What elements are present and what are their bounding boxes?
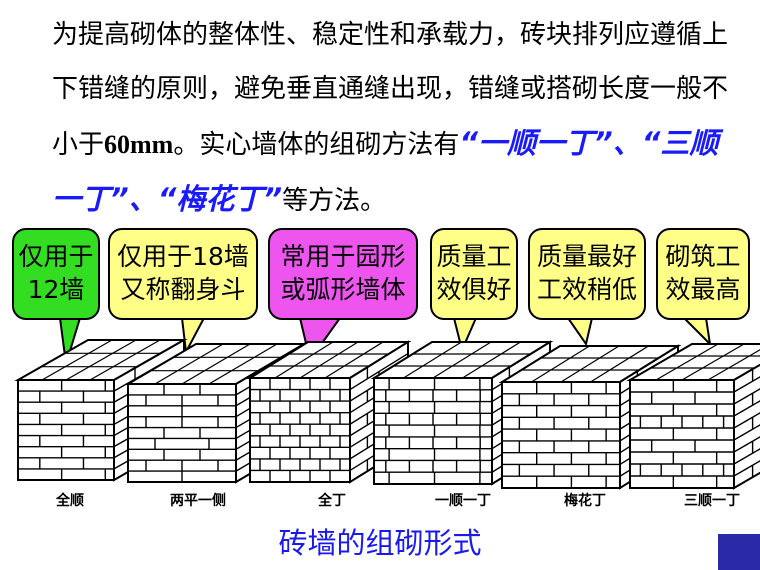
callout-highest-efficiency: 砌筑工 效最高 bbox=[656, 228, 750, 320]
method-one-order-one-header: “一顺一丁” bbox=[459, 126, 613, 160]
wall-label-header: 全丁 bbox=[318, 493, 346, 509]
callout-line: 12墙 bbox=[27, 275, 85, 304]
callout-line: 常用于园形 bbox=[280, 242, 406, 271]
callout-line: 效最高 bbox=[665, 275, 741, 304]
brick-walls bbox=[14, 338, 760, 490]
callout-line: 砌筑工 bbox=[665, 242, 741, 271]
wall-label-flemish-bond: 梅花丁 bbox=[564, 493, 606, 509]
wall-label-english-bond: 一顺一丁 bbox=[435, 493, 491, 509]
method-three-stretcher-one-header: “三顺一丁” bbox=[52, 126, 719, 216]
separator-1: 、 bbox=[612, 126, 642, 160]
callout-pointers bbox=[58, 317, 712, 365]
paragraph-text-3: 等方法。 bbox=[282, 186, 387, 216]
wall-front-face bbox=[17, 379, 115, 481]
callout-line: 又称翻身斗 bbox=[120, 275, 246, 304]
callout-pointer bbox=[681, 317, 712, 347]
callout-curved-wall: 常用于园形 或弧形墙体 bbox=[268, 228, 418, 320]
figure-caption: 砖墙的组砌形式 bbox=[278, 526, 482, 560]
paragraph-text-2: 。实心墙体的组砌方法有 bbox=[173, 130, 460, 160]
callout-best-quality: 质量最好 工效稍低 bbox=[528, 228, 646, 320]
intro-paragraph: 为提高砌体的整体性、稳定性和承载力，砖块排列应遵循上下错缝的原则，避免垂直通缝出… bbox=[52, 8, 742, 228]
callout-line: 仅用于18墙 bbox=[117, 242, 249, 271]
callout-pointer bbox=[566, 317, 594, 347]
callout-line: 效俱好 bbox=[436, 275, 512, 304]
paragraph-text-1: 为提高砌体的整体性、稳定性和承载力，砖块排列应遵循上下错缝的原则，避免垂直通缝出… bbox=[52, 20, 729, 160]
callout-line: 或弧形墙体 bbox=[280, 275, 406, 304]
callout-only-12-wall: 仅用于 12墙 bbox=[12, 228, 100, 320]
paragraph-measure: 60mm bbox=[104, 130, 174, 159]
brick-wall bbox=[626, 343, 760, 490]
corner-decoration bbox=[718, 534, 760, 570]
callout-line: 工效稍低 bbox=[536, 275, 637, 304]
callout-quality-efficiency-good: 质量工 效俱好 bbox=[430, 228, 518, 320]
wall-label-two-flat-one-side: 两平一侧 bbox=[170, 493, 226, 509]
wall-label-stretcher: 全顺 bbox=[56, 493, 84, 509]
separator-2: 、 bbox=[128, 182, 158, 216]
callout-line: 质量工 bbox=[436, 242, 512, 271]
callout-line: 质量最好 bbox=[536, 242, 637, 271]
method-flemish-bond: “梅花丁” bbox=[157, 182, 283, 216]
callout-only-18-wall: 仅用于18墙 又称翻身斗 bbox=[108, 228, 258, 320]
callout-line: 仅用于 bbox=[18, 242, 94, 271]
wall-label-three-stretcher-one-header: 三顺一丁 bbox=[684, 493, 740, 509]
